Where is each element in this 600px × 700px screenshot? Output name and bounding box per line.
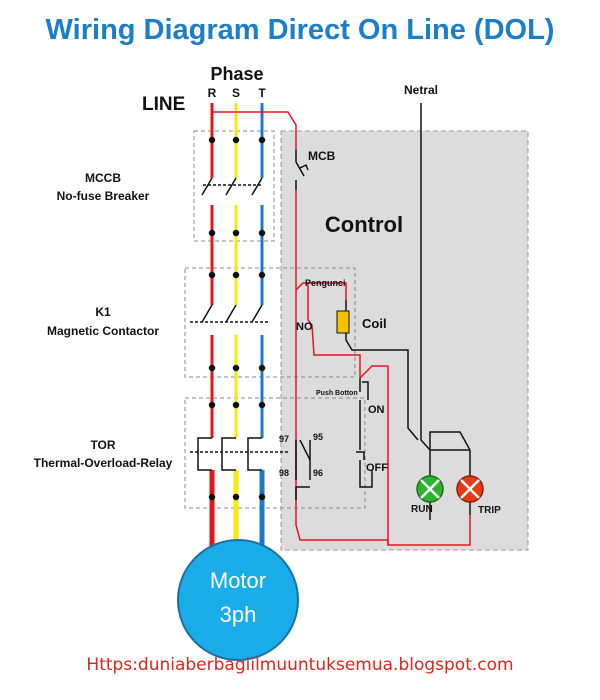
no-wire <box>307 283 361 378</box>
push-button-label: Push Botton <box>316 390 358 397</box>
netral-label: Netral <box>404 83 438 97</box>
motor-label-line1: Motor <box>210 568 266 593</box>
trip-label: TRIP <box>478 505 501 516</box>
mccb-contacts <box>201 136 266 237</box>
k1-title: K1 <box>95 305 111 319</box>
run-lamp-wire <box>359 365 389 545</box>
run-label: RUN <box>411 504 433 515</box>
motor-label-line2: 3ph <box>220 602 257 627</box>
mcb-label: MCB <box>308 149 336 163</box>
tor-title: TOR <box>90 438 115 452</box>
coil-symbol <box>336 310 350 334</box>
control-label: Control <box>325 212 403 237</box>
mccb-subtitle: No-fuse Breaker <box>57 189 150 203</box>
trip-lamp <box>456 475 484 503</box>
phase-t-label: T <box>258 86 266 100</box>
netral-lamp-wire <box>429 431 471 451</box>
contactor-box <box>184 267 356 378</box>
mccb-title: MCCB <box>85 171 121 185</box>
motor-circle <box>177 539 299 661</box>
line-label: LINE <box>142 94 185 115</box>
tor-elements <box>190 401 290 501</box>
off-label: OFF <box>366 462 388 474</box>
k1-subtitle: Magnetic Contactor <box>47 324 159 338</box>
tor-box <box>184 397 366 509</box>
pengunci-label: Pengunci <box>305 278 346 288</box>
footer-url: Https:duniaberbagiilmuuntuksemua.blogspo… <box>86 655 514 675</box>
tor-subtitle: Thermal-Overload-Relay <box>34 456 173 470</box>
control-panel <box>280 130 529 551</box>
contact-95-label: 95 <box>313 432 323 442</box>
push-button-off <box>356 430 373 488</box>
pengunci-wire <box>295 282 347 300</box>
push-button-on <box>359 378 369 430</box>
on-label: ON <box>368 404 385 416</box>
run-lamp <box>416 475 444 503</box>
coil-label: Coil <box>362 316 387 331</box>
netral-line <box>420 103 431 451</box>
control-feed-wire <box>212 111 297 150</box>
phase-label: Phase <box>210 64 263 84</box>
mccb-box <box>193 130 275 242</box>
diagram-title: Wiring Diagram Direct On Line (DOL) <box>45 14 555 46</box>
contact-98-label: 98 <box>279 468 289 478</box>
contact-96-label: 96 <box>313 468 323 478</box>
mcb-symbol <box>295 150 309 190</box>
contactor-contacts <box>190 271 270 372</box>
no-label: NO <box>296 321 313 333</box>
phase-r-label: R <box>208 86 217 100</box>
contact-97-label: 97 <box>279 434 289 444</box>
phase-s-label: S <box>232 86 240 100</box>
tor-aux-contacts <box>295 439 311 500</box>
